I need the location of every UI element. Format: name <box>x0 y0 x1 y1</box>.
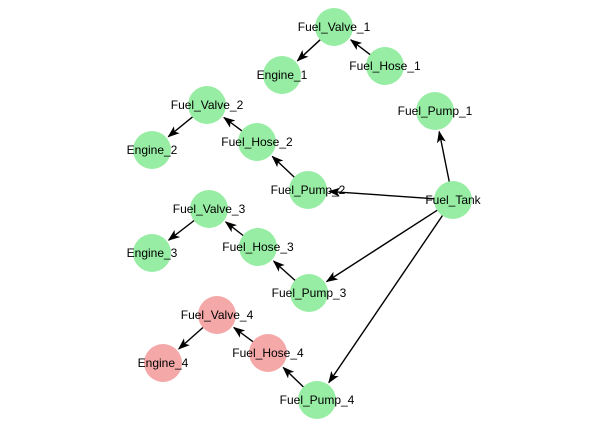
edge-fuel-valve-2-to-engine-2 <box>167 115 194 138</box>
node-fuel-pump-2-circle[interactable] <box>289 171 327 209</box>
edge-fuel-tank-to-fuel-pump-3 <box>325 209 439 283</box>
node-engine-3-label: Engine_3 <box>127 246 178 260</box>
node-engine-4-label: Engine_4 <box>138 356 189 370</box>
node-fuel-valve-1-label: Fuel_Valve_1 <box>298 20 371 34</box>
node-fuel-pump-3-circle[interactable] <box>290 274 328 312</box>
node-fuel-pump-3-label: Fuel_Pump_3 <box>272 286 347 300</box>
node-engine-1-circle[interactable] <box>263 56 301 94</box>
node-fuel-pump-1[interactable] <box>416 92 454 130</box>
node-fuel-pump-1-circle[interactable] <box>416 92 454 130</box>
edges-layer <box>167 38 451 389</box>
node-fuel-valve-3-circle[interactable] <box>190 190 228 228</box>
node-fuel-hose-1-label: Fuel_Hose_1 <box>349 59 421 73</box>
node-fuel-pump-4-label: Fuel_Pump_4 <box>280 393 355 407</box>
node-fuel-pump-4[interactable] <box>298 381 336 419</box>
edge-fuel-pump-3-to-fuel-hose-3 <box>272 260 297 282</box>
node-engine-2-circle[interactable] <box>133 131 171 169</box>
node-fuel-pump-1-label: Fuel_Pump_1 <box>398 104 473 118</box>
node-engine-4[interactable] <box>144 344 182 382</box>
node-fuel-tank-circle[interactable] <box>434 181 472 219</box>
node-fuel-pump-2-label: Fuel_Pump_2 <box>271 183 346 197</box>
node-engine-2-label: Engine_2 <box>127 143 178 157</box>
node-fuel-hose-2-label: Fuel_Hose_2 <box>221 135 293 149</box>
edge-fuel-hose-1-to-fuel-valve-1 <box>349 39 372 56</box>
node-fuel-hose-3-label: Fuel_Hose_3 <box>222 240 294 254</box>
node-engine-2[interactable] <box>133 131 171 169</box>
node-fuel-hose-4-label: Fuel_Hose_4 <box>232 346 304 360</box>
edge-fuel-pump-2-to-fuel-hose-2 <box>271 155 296 179</box>
node-engine-4-circle[interactable] <box>144 344 182 382</box>
node-fuel-valve-2-label: Fuel_Valve_2 <box>171 98 244 112</box>
node-fuel-valve-4[interactable] <box>198 296 236 334</box>
node-fuel-valve-1[interactable] <box>315 8 353 46</box>
node-fuel-hose-1[interactable] <box>366 47 404 85</box>
nodes-layer <box>133 8 472 419</box>
node-fuel-tank[interactable] <box>434 181 472 219</box>
edge-fuel-valve-3-to-engine-3 <box>167 219 196 241</box>
node-fuel-valve-2-circle[interactable] <box>188 86 226 124</box>
node-fuel-hose-1-circle[interactable] <box>366 47 404 85</box>
edge-fuel-hose-3-to-fuel-valve-3 <box>224 221 245 237</box>
node-engine-1-label: Engine_1 <box>257 68 308 82</box>
edge-fuel-hose-2-to-fuel-valve-2 <box>223 116 243 132</box>
node-fuel-valve-1-circle[interactable] <box>315 8 353 46</box>
edge-fuel-hose-4-to-fuel-valve-4 <box>232 326 255 343</box>
node-fuel-hose-2[interactable] <box>238 123 276 161</box>
node-fuel-hose-3-circle[interactable] <box>239 228 277 266</box>
node-fuel-valve-4-label: Fuel_Valve_4 <box>181 308 254 322</box>
node-fuel-hose-4-circle[interactable] <box>249 334 287 372</box>
node-fuel-pump-3[interactable] <box>290 274 328 312</box>
node-fuel-pump-4-circle[interactable] <box>298 381 336 419</box>
node-fuel-valve-2[interactable] <box>188 86 226 124</box>
node-fuel-valve-4-circle[interactable] <box>198 296 236 334</box>
edge-fuel-valve-4-to-engine-4 <box>177 326 204 350</box>
node-fuel-tank-label: Fuel_Tank <box>425 193 481 207</box>
edge-fuel-tank-to-fuel-pump-2 <box>328 187 436 200</box>
node-fuel-valve-3-label: Fuel_Valve_3 <box>173 202 246 216</box>
edge-fuel-tank-to-fuel-pump-4 <box>328 214 444 384</box>
node-engine-1[interactable] <box>263 56 301 94</box>
node-engine-3-circle[interactable] <box>133 234 171 272</box>
edge-fuel-pump-4-to-fuel-hose-4 <box>282 366 305 389</box>
edge-fuel-tank-to-fuel-pump-1 <box>436 130 451 183</box>
node-fuel-hose-3[interactable] <box>239 228 277 266</box>
edge-fuel-valve-1-to-engine-1 <box>296 38 322 62</box>
node-fuel-pump-2[interactable] <box>289 171 327 209</box>
node-engine-3[interactable] <box>133 234 171 272</box>
node-fuel-hose-4[interactable] <box>249 334 287 372</box>
node-fuel-valve-3[interactable] <box>190 190 228 228</box>
node-fuel-hose-2-circle[interactable] <box>238 123 276 161</box>
